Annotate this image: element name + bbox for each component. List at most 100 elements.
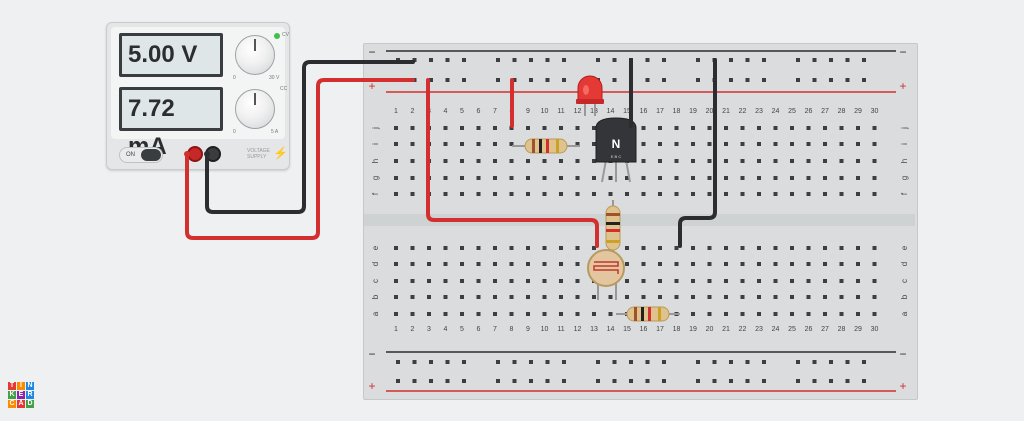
cv-indicator-label: CV [282,32,289,38]
terminal-hole [839,159,844,163]
terminal-hole [724,295,728,299]
terminal-hole [476,126,481,130]
rail-hole [445,360,450,364]
column-number-top: 6 [477,108,481,115]
terminal-hole [790,262,794,266]
resistor-bottom-band3 [648,307,651,321]
column-number-bottom: 19 [689,326,697,333]
components-layer: N E B C [512,75,680,322]
column-number-top: 27 [821,108,829,115]
terminal-hole [592,312,596,316]
photoresistor[interactable] [587,249,625,300]
terminal-hole [394,279,398,283]
column-number-top: 2 [411,108,415,115]
rail-hole [496,58,500,62]
terminal-hole [757,126,761,130]
terminal-hole [559,126,563,130]
power-switch[interactable]: ON [119,147,163,163]
terminal-hole [394,159,398,163]
terminal-hole [674,295,679,299]
terminal-hole [724,279,728,283]
column-number-bottom: 27 [821,326,829,333]
terminal-hole [674,159,679,163]
column-number-top: 18 [673,108,681,115]
terminal-hole [493,262,497,266]
wire-black-ground[interactable] [678,58,717,248]
terminal-hole [592,176,596,180]
rail-hole [662,379,666,383]
rail-plus-marker: + [899,79,906,93]
rail-hole [462,58,466,62]
column-number-bottom: 8 [510,326,514,333]
column-number-top: 1 [394,108,398,115]
resistor-bottom[interactable] [616,306,680,322]
rail-hole [512,78,517,82]
rail-hole [562,78,566,82]
wire-red-supply[interactable] [185,78,415,240]
column-number-top: 5 [460,108,464,115]
column-number-top: 28 [838,108,846,115]
column-number-bottom: 15 [623,326,631,333]
terminal-hole [757,192,761,196]
terminal-hole [460,176,464,180]
rail-hole [612,379,617,383]
rail-hole [645,379,650,383]
terminal-hole [740,262,745,266]
rail-hole [496,379,500,383]
rail-hole [445,78,450,82]
terminal-hole [509,295,514,299]
brand-label-line2: SUPPLY [247,154,267,160]
column-number-bottom: 12 [574,326,582,333]
rail-hole [629,379,633,383]
rail-hole [812,58,817,62]
terminal-hole [559,159,563,163]
rail-hole [396,360,400,364]
terminal-hole [493,246,497,250]
rail-hole [545,78,550,82]
wire-black-supply[interactable] [205,60,415,214]
terminal-hole [592,246,596,250]
terminal-hole [493,142,497,146]
column-number-bottom: 22 [739,326,747,333]
terminal-hole [509,192,514,196]
terminal-hole [427,262,431,266]
current-knob[interactable] [235,89,275,129]
resistor-top-band2 [539,139,542,153]
terminal-hole [493,176,497,180]
terminal-hole [509,176,514,180]
terminal-hole [773,176,778,180]
power-supply[interactable]: 5.00 V 7.72 mA CV CC 0 30 V 0 5 A ON VOL… [106,22,290,170]
voltage-knob[interactable] [235,35,275,75]
terminal-hole [823,295,827,299]
terminal-hole [806,192,811,196]
power-switch-toggle[interactable] [141,149,161,161]
terminal-hole [790,295,794,299]
terminal-hole [839,262,844,266]
rail-minus-marker: − [368,347,375,361]
terminal-hole [740,295,745,299]
terminal-hole [872,279,877,283]
terminal-hole [839,279,844,283]
row-letter-left: e [371,245,380,250]
terminal-hole [509,279,514,283]
logo-letter: T [8,382,16,390]
rail-hole [529,379,533,383]
terminal-hole [674,262,679,266]
resistor-top[interactable] [512,138,580,154]
column-number-bottom: 6 [477,326,481,333]
terminal-hole [493,126,497,130]
terminal-hole [443,262,448,266]
terminal-hole [872,142,877,146]
led[interactable] [576,75,604,116]
column-number-top: 11 [557,108,564,115]
terminal-hole [674,192,679,196]
wire-red-to-divider[interactable] [426,78,599,248]
npn-transistor[interactable]: N E B C [595,117,637,183]
terminal-hole [839,295,844,299]
terminal-hole [658,192,662,196]
terminal-hole [806,142,811,146]
terminal-hole [410,295,415,299]
